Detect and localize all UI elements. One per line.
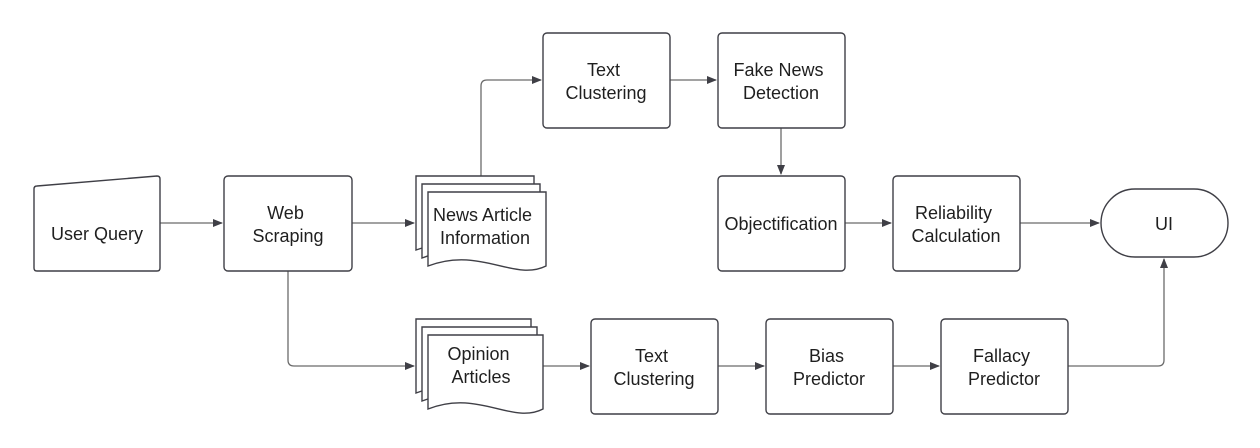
node-ui-line-1: UI (1155, 214, 1173, 234)
node-news-article-info-line-1: News Article (433, 205, 532, 225)
node-fallacy-predictor-line-2: Predictor (968, 369, 1040, 389)
node-bias-predictor-line-1: Bias (809, 346, 844, 366)
node-objectification[interactable]: Objectification (717, 175, 846, 272)
node-fake-news-detection-label: Fake News Detection (733, 60, 828, 103)
node-web-scraping[interactable]: Web Scraping (223, 175, 353, 272)
node-bias-predictor-line-2: Predictor (793, 369, 865, 389)
node-text-clustering-top-line-2: Clustering (565, 83, 646, 103)
node-objectification-label: Objectification (724, 214, 837, 234)
node-fallacy-predictor-line-1: Fallacy (973, 346, 1030, 366)
node-fake-news-detection-line-1: Fake News (733, 60, 823, 80)
node-text-clustering-top-line-1: Text (587, 60, 620, 80)
node-text-clustering-top[interactable]: Text Clustering (542, 32, 671, 129)
node-ui[interactable]: UI (1100, 188, 1229, 258)
node-fallacy-predictor[interactable]: Fallacy Predictor (940, 318, 1069, 415)
edges-layer (160, 76, 1168, 370)
node-reliability-calculation-line-1: Reliability (915, 203, 992, 223)
node-text-clustering-bottom-line-2: Clustering (613, 369, 694, 389)
node-user-query-label: User Query (51, 224, 143, 244)
node-web-scraping-label: Web Scraping (252, 203, 323, 246)
node-text-clustering-bottom-line-1: Text (635, 346, 668, 366)
node-web-scraping-line-2: Scraping (252, 226, 323, 246)
node-bias-predictor-label: Bias Predictor (793, 346, 865, 389)
node-opinion-articles[interactable]: Opinion Articles (415, 318, 544, 414)
edge-web-scraping-to-opinion-articles (287, 271, 415, 370)
node-opinion-articles-line-1: Opinion (447, 344, 509, 364)
node-objectification-line-1: Objectification (724, 214, 837, 234)
node-user-query[interactable]: User Query (33, 175, 161, 272)
node-bias-predictor[interactable]: Bias Predictor (765, 318, 894, 415)
node-reliability-calculation-line-2: Calculation (911, 226, 1000, 246)
node-fallacy-predictor-label: Fallacy Predictor (968, 346, 1040, 389)
node-news-article-info[interactable]: News Article Information (415, 175, 547, 271)
edge-news-article-info-to-text-clustering-top (480, 76, 542, 176)
node-opinion-articles-label: Opinion Articles (447, 344, 514, 387)
node-web-scraping-line-1: Web (267, 203, 304, 223)
node-text-clustering-top-label: Text Clustering (565, 60, 646, 103)
node-news-article-info-label: News Article Information (433, 205, 537, 248)
node-text-clustering-bottom-label: Text Clustering (613, 346, 694, 389)
node-text-clustering-bottom[interactable]: Text Clustering (590, 318, 719, 415)
node-ui-label: UI (1155, 214, 1173, 234)
node-reliability-calculation-label: Reliability Calculation (911, 203, 1000, 246)
node-news-article-info-line-2: Information (440, 228, 530, 248)
nodes-layer: User Query Web Scraping News Article Inf… (33, 32, 1229, 415)
node-fake-news-detection-line-2: Detection (743, 83, 819, 103)
node-fake-news-detection[interactable]: Fake News Detection (717, 32, 846, 129)
node-user-query-line-1: User Query (51, 224, 143, 244)
node-opinion-articles-line-2: Articles (451, 367, 510, 387)
edge-fallacy-predictor-to-ui (1068, 258, 1168, 367)
node-reliability-calculation[interactable]: Reliability Calculation (892, 175, 1021, 272)
